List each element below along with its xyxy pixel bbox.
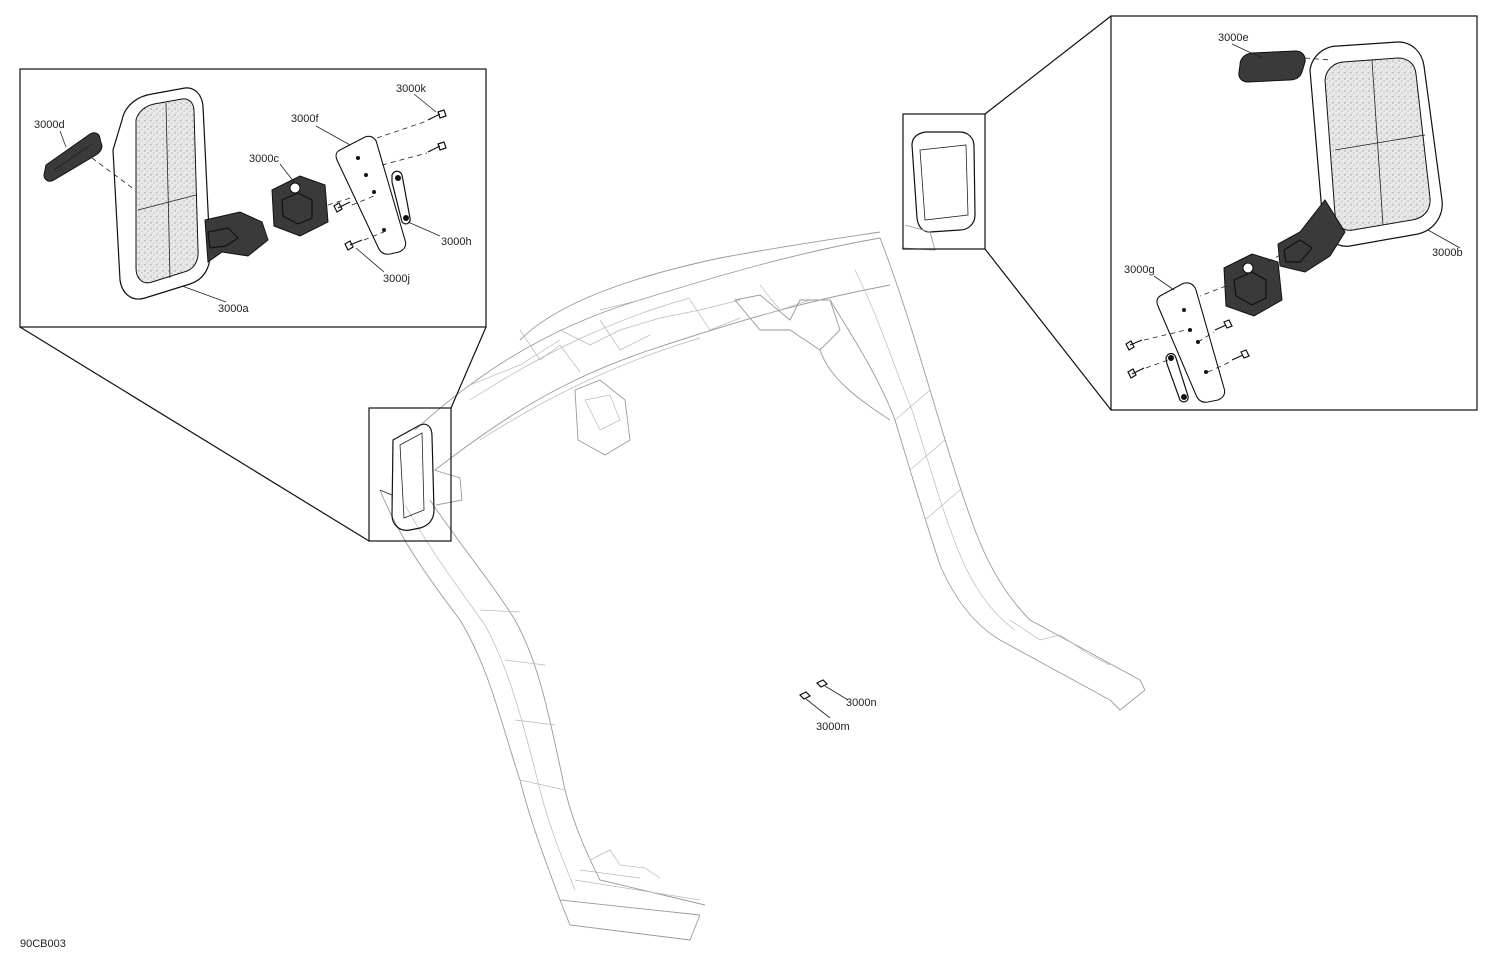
callout-3000h: 3000h — [441, 236, 472, 248]
callout-3000n: 3000n — [846, 697, 877, 709]
callout-3000g: 3000g — [1124, 264, 1155, 276]
detail-view-left — [19, 68, 487, 542]
callout-3000m: 3000m — [816, 721, 850, 733]
callout-3000c: 3000c — [249, 153, 279, 165]
callout-3000f: 3000f — [291, 113, 319, 125]
drawing-code: 90CB003 — [20, 938, 66, 950]
callout-3000e: 3000e — [1218, 32, 1249, 44]
left-mirror-on-frame — [379, 423, 463, 531]
callout-labels: 3000d 3000c 3000f 3000k 3000h 3000j 3000… — [20, 32, 1463, 950]
callout-3000k: 3000k — [396, 83, 426, 95]
callout-3000b: 3000b — [1432, 247, 1463, 259]
right-mirror-on-frame — [901, 131, 976, 251]
fastener-pair — [798, 679, 849, 719]
callout-3000j: 3000j — [383, 273, 410, 285]
callout-3000a: 3000a — [218, 303, 249, 315]
roll-cage-frame — [379, 231, 1146, 941]
callout-3000d: 3000d — [34, 119, 65, 131]
detail-view-right — [902, 15, 1478, 411]
